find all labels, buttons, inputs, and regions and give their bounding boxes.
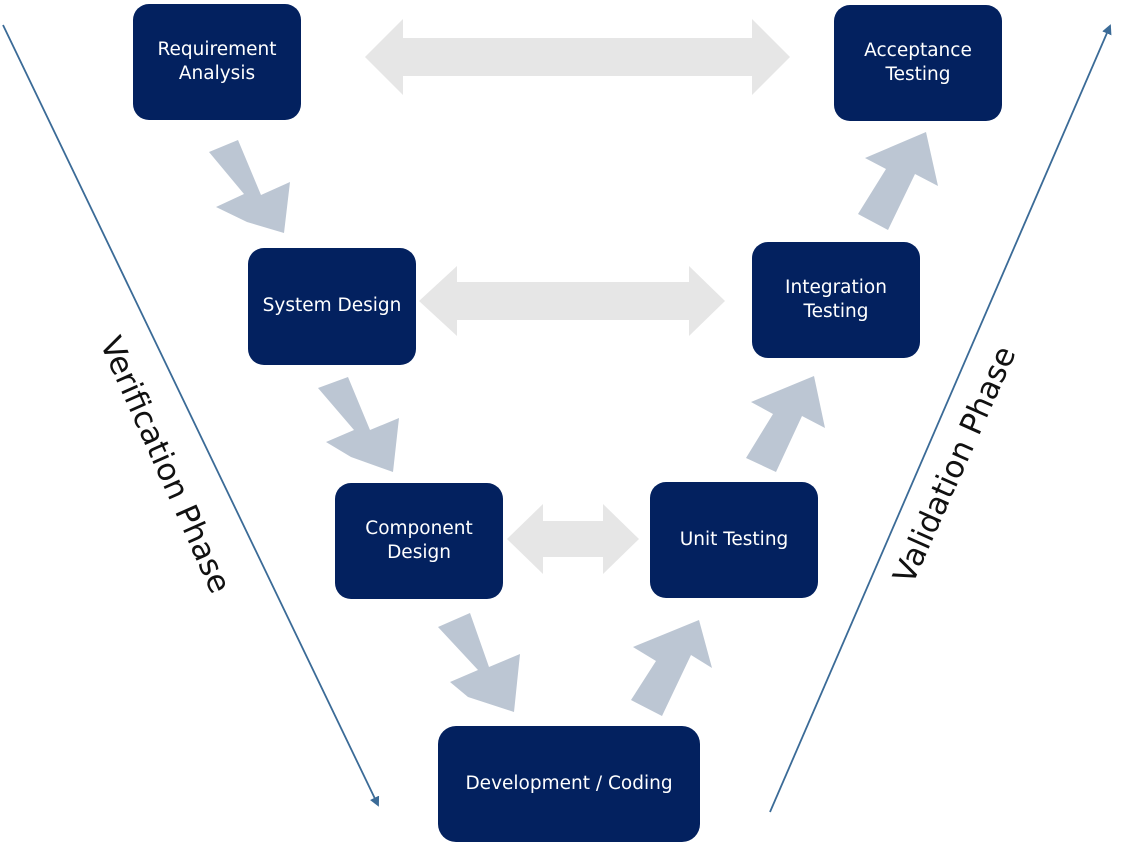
flow-arrow-unit-to-integration [746, 376, 825, 472]
flow-arrow-integration-to-acceptance [858, 132, 938, 230]
stage-unit-testing: Unit Testing [650, 482, 818, 598]
flow-arrow-development-to-unit [631, 620, 712, 716]
stage-requirement-analysis: Requirement Analysis [133, 4, 301, 120]
stage-unit-testing-label: Unit Testing [679, 528, 789, 550]
stage-integration-testing: Integration Testing [752, 242, 920, 358]
link-arrow-system-integration [419, 266, 725, 336]
stage-integration-testing-label: Integration Testing [785, 276, 887, 322]
verification-phase-line [2, 24, 380, 807]
stage-component-design: Component Design [335, 483, 503, 599]
flow-arrow-requirements-to-system [209, 140, 290, 233]
stage-requirement-analysis-label: Requirement Analysis [157, 38, 277, 84]
stage-component-design-label: Component Design [365, 517, 473, 563]
stage-acceptance-testing-label: Acceptance Testing [864, 39, 972, 85]
stage-development-coding: Development / Coding [438, 726, 700, 842]
stage-acceptance-testing: Acceptance Testing [834, 5, 1002, 121]
link-arrow-component-unit [507, 504, 639, 574]
validation-phase-line [769, 24, 1112, 813]
flow-arrow-system-to-component [318, 377, 399, 472]
link-arrow-requirements-acceptance [365, 19, 790, 95]
stage-system-design-label: System Design [262, 295, 402, 317]
stage-system-design: System Design [248, 248, 416, 365]
stage-development-coding-label: Development / Coding [465, 772, 673, 794]
flow-arrow-component-to-development [438, 613, 520, 712]
